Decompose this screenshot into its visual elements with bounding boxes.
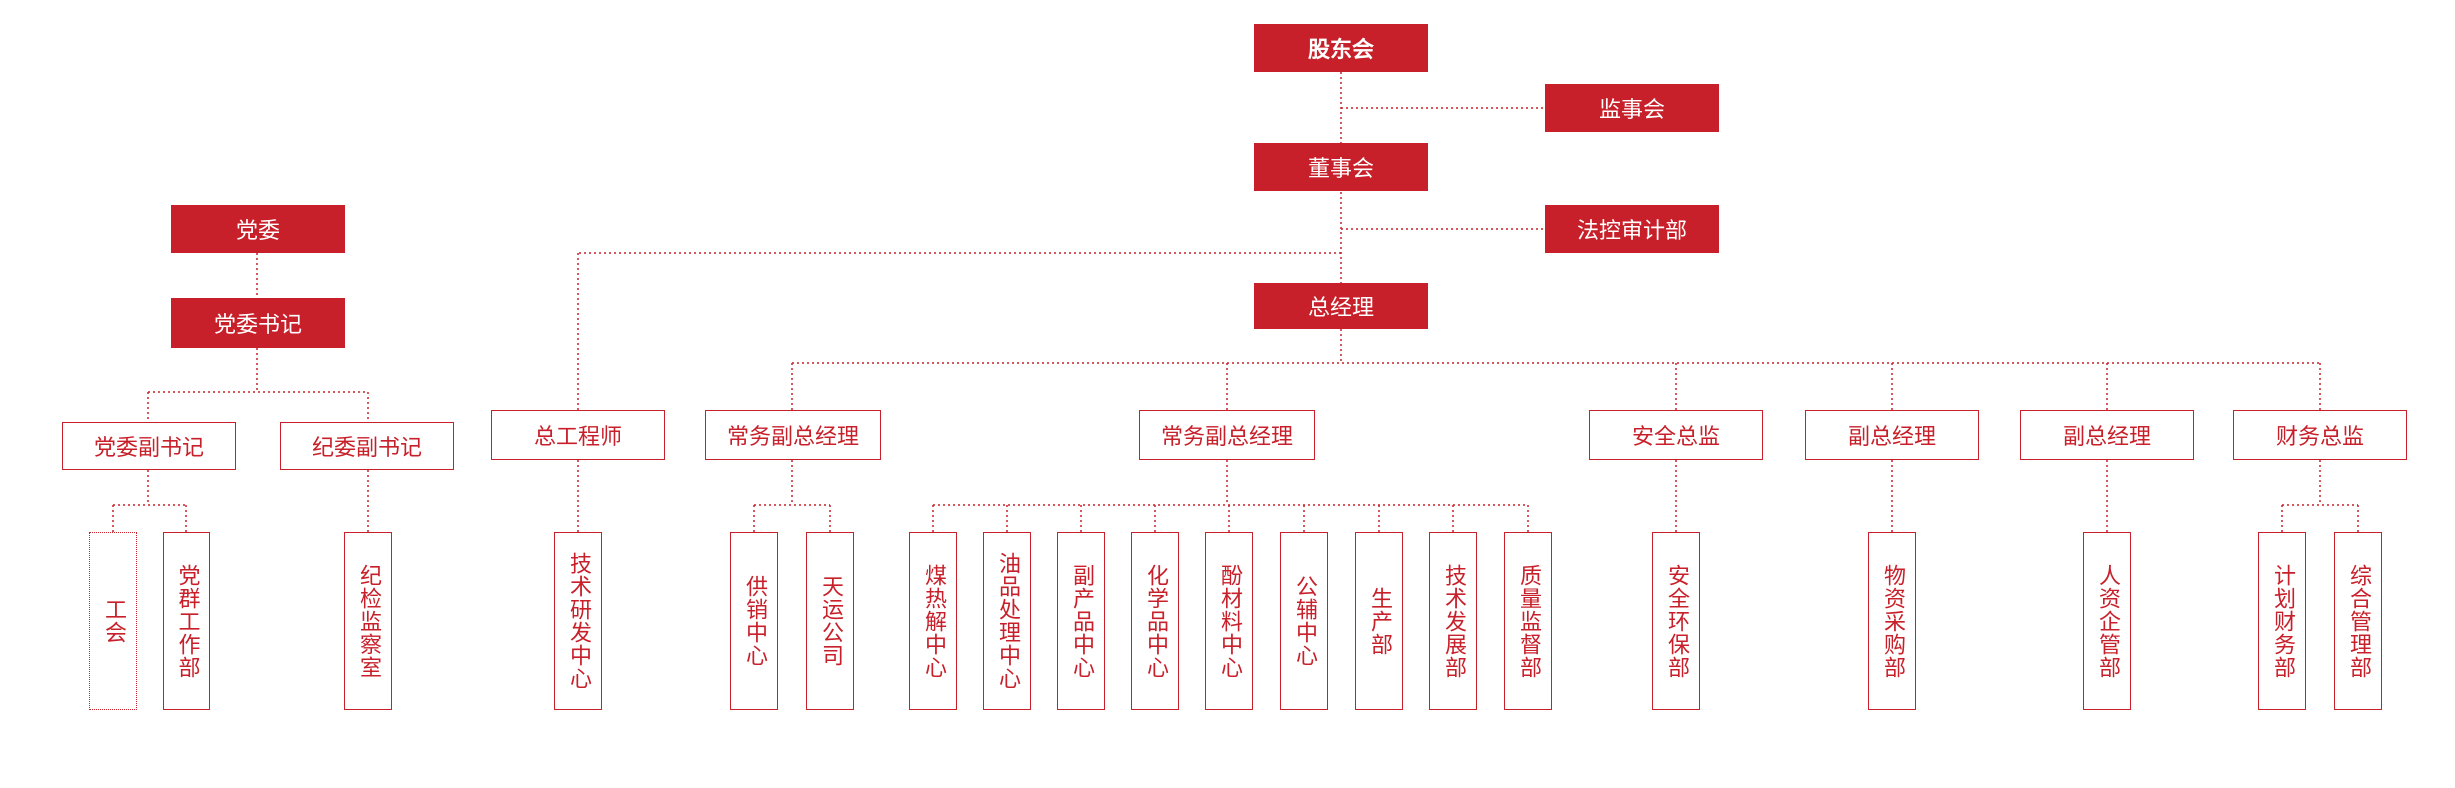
dept-tianyun-company: 天运公司 (806, 532, 854, 710)
dept-supply-sales: 供销中心 (730, 532, 778, 710)
node-general-manager: 总经理 (1254, 283, 1428, 329)
node-supervisors: 监事会 (1545, 84, 1719, 132)
node-party-committee: 党委 (171, 205, 345, 253)
dept-hr-management: 人资企管部 (2083, 532, 2131, 710)
dept-safety-environment: 安全环保部 (1652, 532, 1700, 710)
dept-procurement: 物资采购部 (1868, 532, 1916, 710)
node-party-deputy-secretary: 党委副书记 (62, 422, 236, 470)
node-vp-1: 副总经理 (1805, 410, 1979, 460)
node-vp-2: 副总经理 (2020, 410, 2194, 460)
node-safety-director: 安全总监 (1589, 410, 1763, 460)
dept-chemicals: 化学品中心 (1131, 532, 1179, 710)
dept-tech-development: 技术发展部 (1429, 532, 1477, 710)
node-finance-director: 财务总监 (2233, 410, 2407, 460)
node-legal-audit: 法控审计部 (1545, 205, 1719, 253)
node-discipline-deputy-secretary: 纪委副书记 (280, 422, 454, 470)
dept-general-admin: 综合管理部 (2334, 532, 2382, 710)
dept-production: 生产部 (1355, 532, 1403, 710)
node-board: 董事会 (1254, 143, 1428, 191)
node-exec-vp-2: 常务副总经理 (1139, 410, 1315, 460)
dept-coal-pyrolysis: 煤热解中心 (909, 532, 957, 710)
dept-planning-finance: 计划财务部 (2258, 532, 2306, 710)
dept-trade-union: 工会 (89, 532, 137, 710)
dept-utilities: 公辅中心 (1280, 532, 1328, 710)
dept-byproducts: 副产品中心 (1057, 532, 1105, 710)
dept-oil-processing: 油品处理中心 (983, 532, 1031, 710)
node-shareholders: 股东会 (1254, 24, 1428, 72)
dept-rd-center: 技术研发中心 (554, 532, 602, 710)
dept-phenol-materials: 酚材料中心 (1205, 532, 1253, 710)
node-exec-vp-1: 常务副总经理 (705, 410, 881, 460)
dept-discipline-office: 纪检监察室 (344, 532, 392, 710)
dept-quality-supervision: 质量监督部 (1504, 532, 1552, 710)
dept-party-affairs: 党群工作部 (163, 532, 210, 710)
node-chief-engineer: 总工程师 (491, 410, 665, 460)
node-party-secretary: 党委书记 (171, 298, 345, 348)
